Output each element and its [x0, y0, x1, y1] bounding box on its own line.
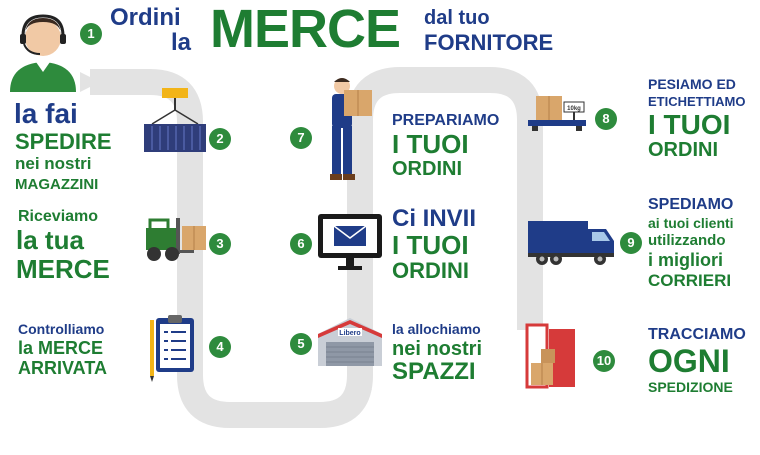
step-5-line-3: SPAZZI: [392, 358, 476, 385]
step-9-line-2: ai tuoi clienti: [648, 215, 734, 231]
step-9-line-1: SPEDIAMO: [648, 196, 734, 213]
clipboard-checklist-icon: [150, 315, 194, 382]
step-1-line-1: la fai: [14, 98, 78, 129]
step-3-number: 3: [209, 233, 231, 255]
step-5-line-1: la allochiamo: [392, 321, 481, 337]
step-6-line-3: ORDINI: [392, 258, 469, 283]
step-7-number: 7: [290, 127, 312, 149]
header-ordini: Ordini: [110, 4, 181, 31]
step-9-line-5: CORRIERI: [648, 271, 732, 290]
step-8-line-3: I TUOI: [648, 109, 731, 140]
header-la: la: [171, 29, 192, 56]
step-6-line-1: Ci INVII: [392, 205, 477, 232]
step-10-line-1: TRACCIAMO: [648, 326, 746, 343]
crane-container-icon: [144, 88, 206, 152]
warehouse-sign-text: Libero: [339, 330, 360, 337]
scale-readout: 10kg: [567, 106, 581, 112]
worker-carrying-box-icon: [330, 78, 372, 180]
step-5-number: 5: [290, 333, 312, 355]
step-1-number: 1: [80, 23, 102, 45]
scale-box-icon: 10kg: [528, 96, 586, 131]
header-fornitore: FORNITORE: [424, 30, 554, 55]
step-8-line-2: ETICHETTIAMO: [648, 94, 746, 109]
operator-headset-icon: [10, 14, 76, 92]
step-3-line-2: la tua: [16, 225, 84, 255]
door-boxes-icon: [525, 323, 575, 389]
step-1-line-3: nei nostri: [15, 154, 92, 173]
step-4-line-3: ARRIVATA: [18, 358, 107, 378]
step-8-line-1: PESIAMO ED: [648, 76, 736, 92]
step-9-number: 9: [620, 232, 642, 254]
step-4-line-2: la MERCE: [18, 338, 104, 358]
step-10-line-2: OGNI: [648, 343, 730, 379]
step-5-line-2: nei nostri: [392, 338, 483, 360]
step-6-number: 6: [290, 233, 312, 255]
step-8-number: 8: [595, 108, 617, 130]
header-dal-tuo: dal tuo: [424, 7, 490, 29]
header-merce: MERCE: [210, 0, 401, 59]
monitor-email-icon: [318, 214, 382, 270]
step-10-line-3: SPEDIZIONE: [648, 379, 733, 395]
step-10-number: 10: [593, 350, 615, 372]
step-4-number: 4: [209, 336, 231, 358]
step-1-line-2: SPEDIRE: [15, 129, 112, 154]
delivery-truck-icon: [528, 221, 614, 265]
step-8-line-4: ORDINI: [648, 139, 718, 161]
forklift-icon: [146, 218, 206, 261]
step-6-line-2: I TUOI: [392, 230, 469, 260]
step-7-line-3: ORDINI: [392, 158, 462, 180]
step-3-line-1: Riceviamo: [18, 208, 99, 225]
step-7-line-1: PREPARIAMO: [392, 112, 500, 129]
warehouse-icon: Libero: [318, 318, 382, 366]
step-3-line-3: MERCE: [16, 254, 110, 284]
step-9-line-4: i migliori: [648, 250, 724, 270]
step-9-line-3: utilizzando: [648, 232, 726, 249]
step-4-line-1: Controlliamo: [18, 321, 105, 337]
step-1-line-4: MAGAZZINI: [15, 176, 99, 193]
step-2-number: 2: [209, 128, 231, 150]
step-7-line-2: I TUOI: [392, 129, 469, 159]
